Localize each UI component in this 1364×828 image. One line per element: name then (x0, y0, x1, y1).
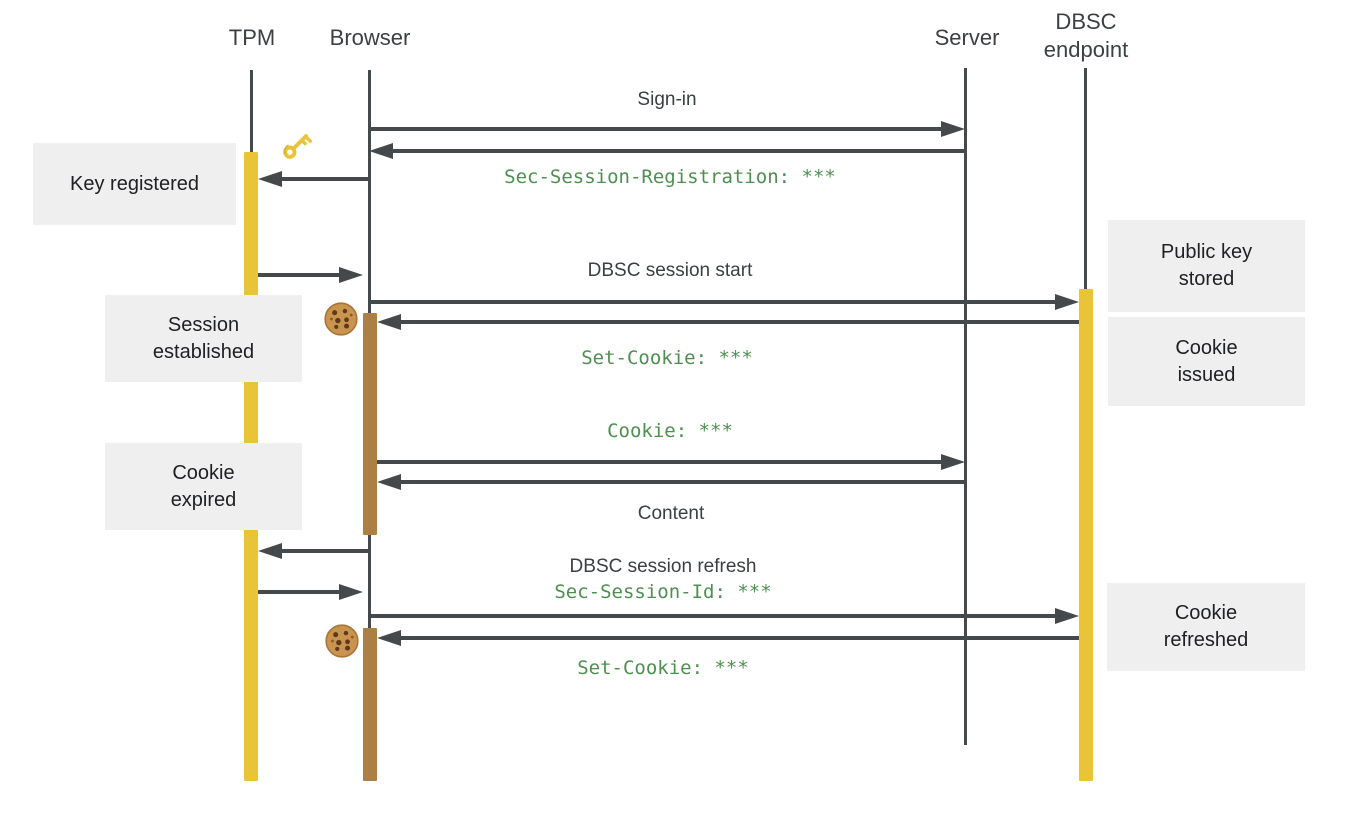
arrow-session-start-request (369, 294, 1079, 310)
arrow-sign-in-request (369, 121, 965, 137)
label-cookie: Cookie: *** (607, 420, 733, 442)
note-cookie-refreshed-line2: refreshed (1163, 629, 1249, 651)
note-session-established-line1: Session (167, 313, 240, 336)
note-cookie-issued: Cookie issued (1108, 317, 1305, 406)
arrow-refresh-to-tpm (258, 543, 369, 559)
note-public-key-stored-line1: Public key (1160, 241, 1253, 263)
arrow-session-refresh-request (369, 608, 1079, 624)
browser-refreshed-session-activation-bar (363, 628, 377, 781)
note-cookie-refreshed-line1: Cookie (1174, 602, 1238, 624)
key-icon (278, 126, 316, 164)
label-dbsc-session-start: DBSC session start (587, 260, 753, 281)
tpm-lifeline (250, 70, 253, 156)
label-set-cookie-second: Set-Cookie: *** (577, 657, 749, 679)
dbsc-endpoint-activation-bar (1079, 289, 1093, 781)
note-cookie-issued-line1: Cookie (1175, 336, 1238, 359)
note-cookie-issued-line2: issued (1177, 363, 1236, 386)
note-session-established-line2: established (152, 340, 255, 363)
arrow-register-key-to-tpm (258, 171, 369, 187)
actor-label-dbsc-line2: endpoint (1043, 37, 1129, 62)
arrow-tpm-to-browser-key (258, 267, 363, 283)
server-lifeline (964, 68, 967, 745)
dbsc-endpoint-lifeline (1084, 68, 1087, 292)
actor-label-dbsc-endpoint: DBSC endpoint (1044, 8, 1128, 64)
actor-label-dbsc-line1: DBSC (1055, 9, 1117, 34)
note-cookie-expired-line1: Cookie (172, 461, 235, 484)
label-sign-in: Sign-in (637, 89, 697, 110)
arrow-tpm-to-browser-refresh (258, 584, 363, 600)
arrow-sign-in-response (369, 143, 965, 159)
actor-label-browser: Browser (329, 25, 411, 50)
note-public-key-stored-line2: stored (1178, 268, 1235, 290)
label-sec-session-registration: Sec-Session-Registration: *** (504, 166, 836, 188)
label-set-cookie-first: Set-Cookie: *** (581, 347, 753, 369)
label-sec-session-id: Sec-Session-Id: *** (554, 581, 772, 603)
cookie-icon (322, 300, 360, 338)
cookie-icon (323, 622, 361, 660)
arrow-cookie-request (377, 454, 965, 470)
arrow-session-start-response (377, 314, 1079, 330)
note-key-registered: Key registered (33, 143, 236, 225)
note-cookie-refreshed: Cookie refreshed (1107, 583, 1305, 671)
label-dbsc-session-refresh: DBSC session refresh (569, 556, 757, 577)
arrow-session-refresh-response (377, 630, 1079, 646)
note-cookie-expired: Cookie expired (105, 443, 302, 530)
browser-session-activation-bar (363, 313, 377, 535)
arrow-content-response (377, 474, 965, 490)
label-content: Content (637, 503, 705, 524)
actor-label-tpm: TPM (228, 25, 276, 50)
note-session-established: Session established (105, 295, 302, 382)
note-key-registered-text: Key registered (70, 172, 199, 195)
actor-label-server: Server (934, 25, 1000, 50)
note-cookie-expired-line2: expired (170, 488, 237, 511)
note-public-key-stored: Public key stored (1108, 220, 1305, 312)
